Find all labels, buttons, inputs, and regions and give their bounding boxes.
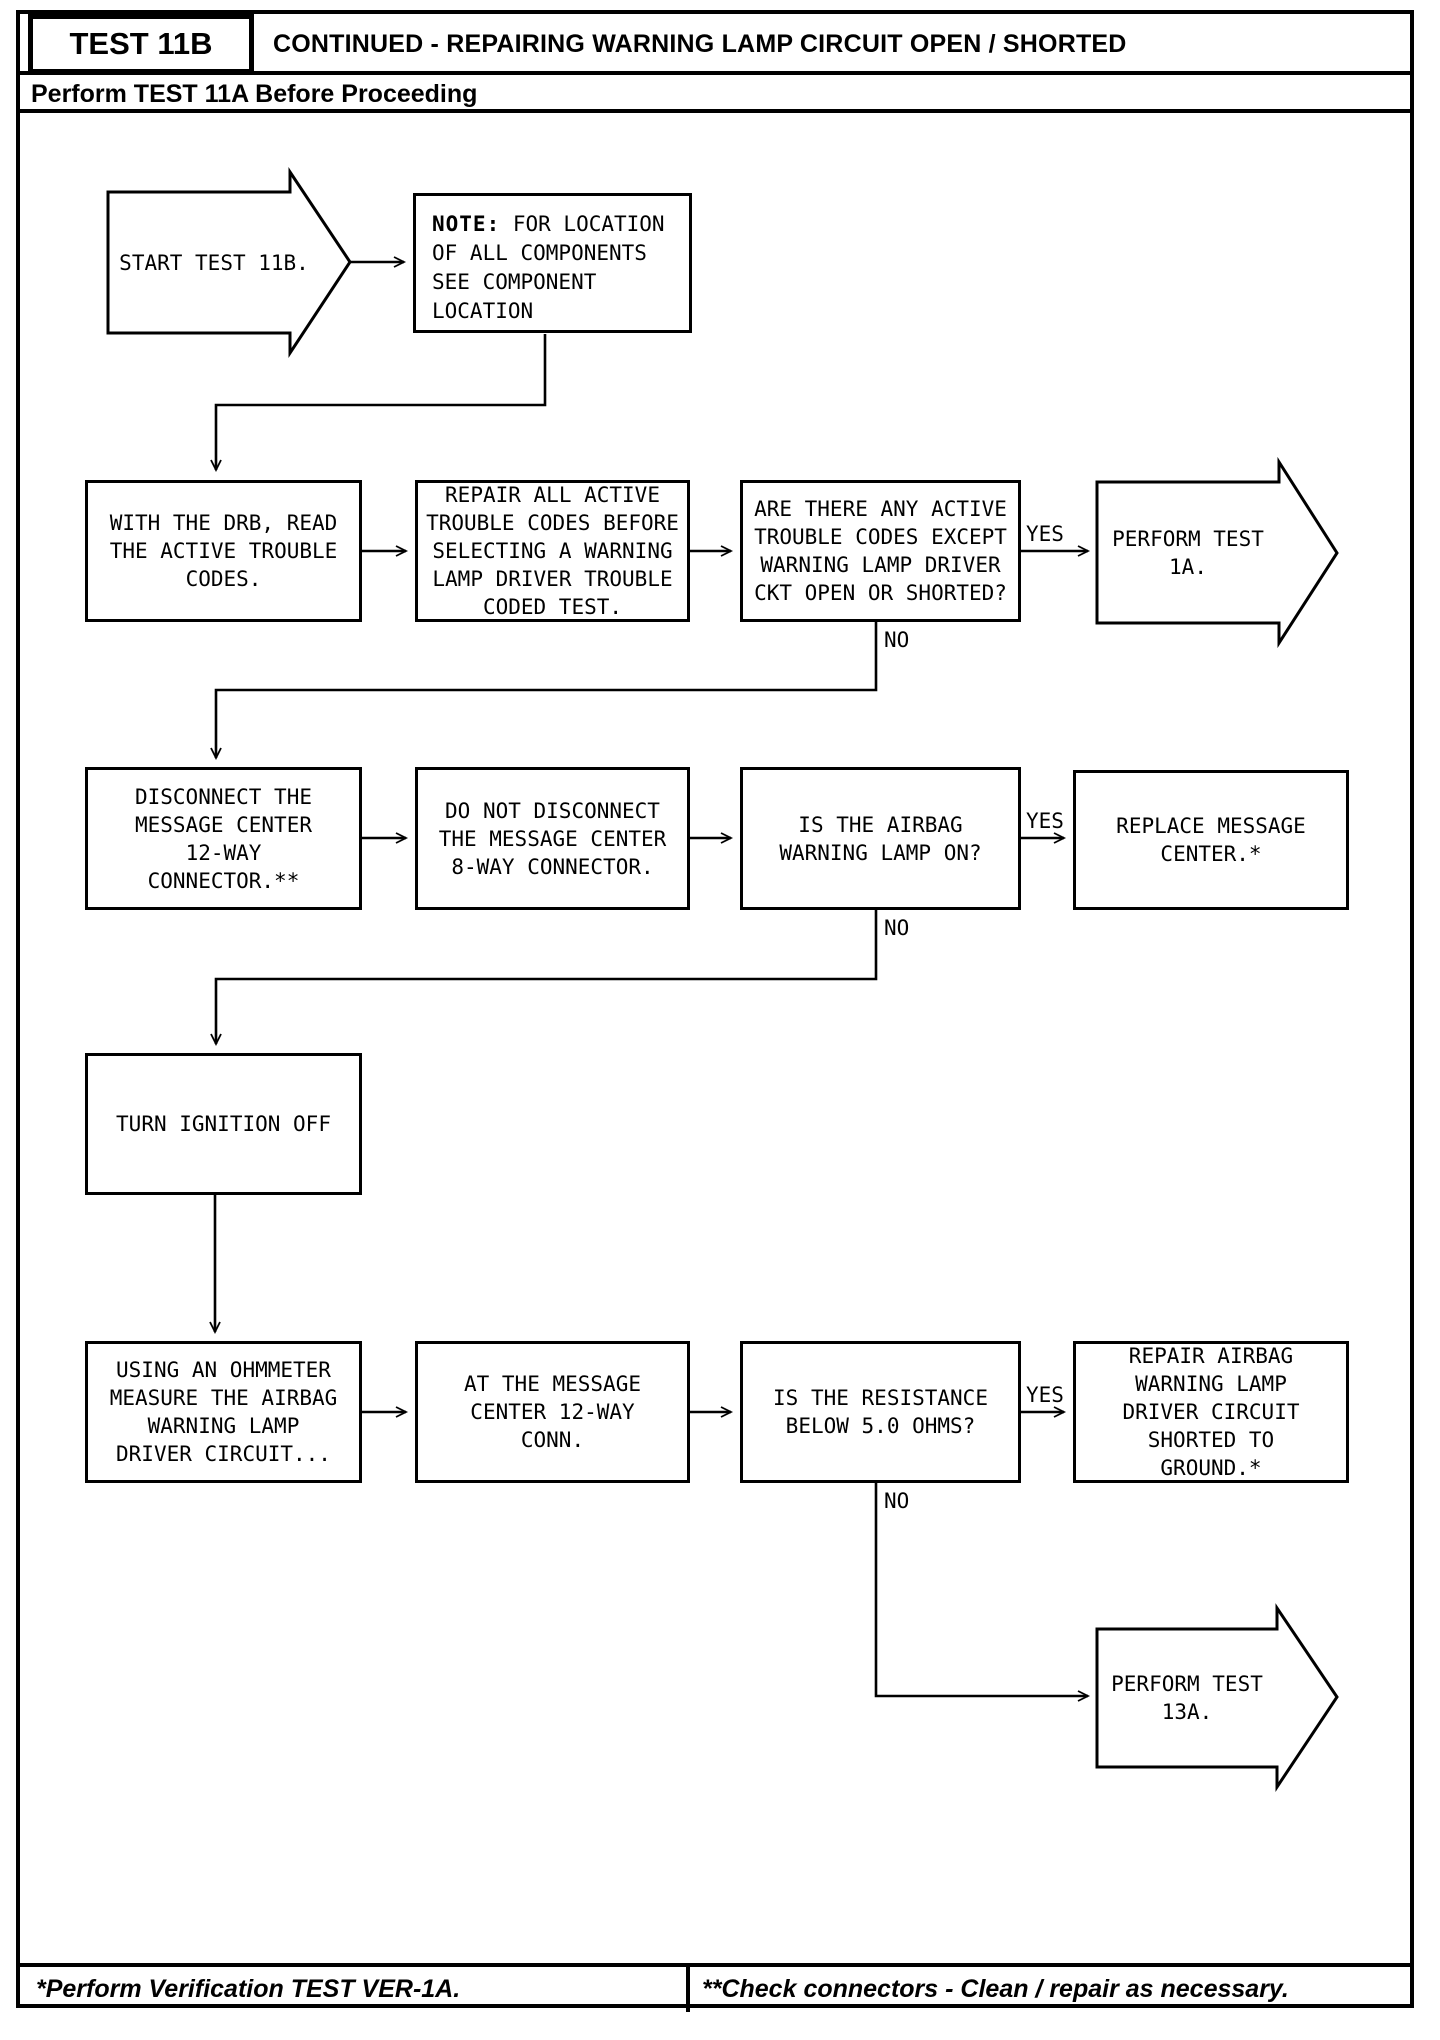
subheader-divider (16, 109, 1414, 113)
footnote-right-cell: **Check connectors - Clean / repair as n… (690, 1967, 1414, 2012)
start-pentagon (106, 167, 352, 358)
footnote-left-cell: *Perform Verification TEST VER-1A. (16, 1967, 690, 2012)
perform-test-1a-label: PERFORM TEST 1A. (1112, 526, 1264, 579)
box-do-not-disconnect-8way: DO NOT DISCONNECT THE MESSAGE CENTER 8-W… (415, 767, 690, 910)
perform-test-13a-label: PERFORM TEST 13A. (1111, 1672, 1263, 1724)
footnote-connectors: **Check connectors - Clean / repair as n… (702, 1975, 1289, 2003)
box-read-trouble-codes: WITH THE DRB, READ THE ACTIVE TROUBLE CO… (85, 480, 362, 622)
connector-row5-no (874, 1483, 1091, 1702)
connector-row2-no (210, 622, 878, 761)
test-id-box: TEST 11B (28, 14, 254, 74)
box-repair-driver-circuit: REPAIR AIRBAG WARNING LAMP DRIVER CIRCUI… (1073, 1341, 1349, 1483)
connector-row3-no (210, 910, 878, 1047)
box-lamp-on-question: IS THE AIRBAG WARNING LAMP ON? (740, 767, 1021, 910)
no-label-row2: NO (884, 628, 910, 652)
box-repair-active-codes: REPAIR ALL ACTIVE TROUBLE CODES BEFORE S… (415, 480, 690, 622)
note-box: NOTE: FOR LOCATION OF ALL COMPONENTS SEE… (413, 193, 692, 333)
page-border (16, 10, 1414, 2008)
note-prefix: NOTE: (432, 212, 501, 236)
box-ohmmeter-measure: USING AN OHMMETER MEASURE THE AIRBAG WAR… (85, 1341, 362, 1483)
start-label: START TEST 11B. (119, 250, 309, 275)
connector-note-to-drb (210, 334, 547, 473)
box-turn-ignition-off: TURN IGNITION OFF (85, 1053, 362, 1195)
box-any-active-codes-question: ARE THERE ANY ACTIVE TROUBLE CODES EXCEP… (740, 480, 1021, 622)
perform-test-13a-pentagon (1095, 1603, 1339, 1792)
yes-label-row5: YES (1026, 1383, 1064, 1407)
footnote-verification: *Perform Verification TEST VER-1A. (36, 1975, 461, 2003)
page-subtitle: Perform TEST 11A Before Proceeding (31, 79, 478, 108)
box-replace-message-center: REPLACE MESSAGE CENTER.* (1073, 770, 1349, 910)
page-title: CONTINUED - REPAIRING WARNING LAMP CIRCU… (273, 29, 1127, 58)
footnote-bar: *Perform Verification TEST VER-1A. **Che… (16, 1963, 1414, 2012)
box-at-message-center-conn: AT THE MESSAGE CENTER 12-WAY CONN. (415, 1341, 690, 1483)
box-resistance-question: IS THE RESISTANCE BELOW 5.0 OHMS? (740, 1341, 1021, 1483)
note-text: FOR LOCATION OF ALL COMPONENTS SEE COMPO… (432, 212, 665, 323)
yes-label-row3: YES (1026, 809, 1064, 833)
test-id-label: TEST 11B (69, 26, 213, 61)
no-label-row3: NO (884, 916, 910, 940)
box-disconnect-12way: DISCONNECT THE MESSAGE CENTER 12-WAY CON… (85, 767, 362, 910)
no-label-row5: NO (884, 1489, 910, 1513)
perform-test-1a-pentagon (1095, 456, 1339, 649)
header-divider (16, 71, 1414, 75)
yes-label-row2: YES (1026, 522, 1064, 546)
